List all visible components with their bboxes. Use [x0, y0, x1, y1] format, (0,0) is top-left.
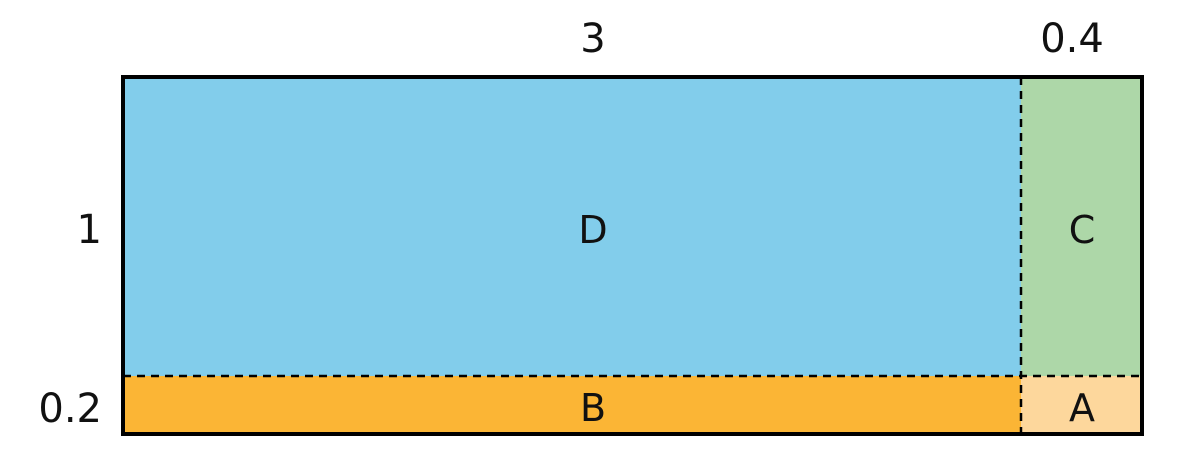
top-dimension-label: 3: [580, 16, 605, 62]
outer-border: [121, 75, 1144, 436]
region-b: [123, 376, 1021, 434]
region-c: [1021, 77, 1142, 376]
region-a: [1021, 376, 1142, 434]
region-label-b: B: [580, 386, 606, 430]
side-dimension-label: 1: [77, 207, 102, 253]
top-dimension-label: 0.4: [1040, 16, 1104, 62]
region-label-c: C: [1069, 208, 1096, 252]
region-label-d: D: [578, 208, 607, 252]
region-label-a: A: [1069, 386, 1095, 430]
region-d: [123, 77, 1021, 376]
side-dimension-label: 0.2: [38, 386, 102, 432]
